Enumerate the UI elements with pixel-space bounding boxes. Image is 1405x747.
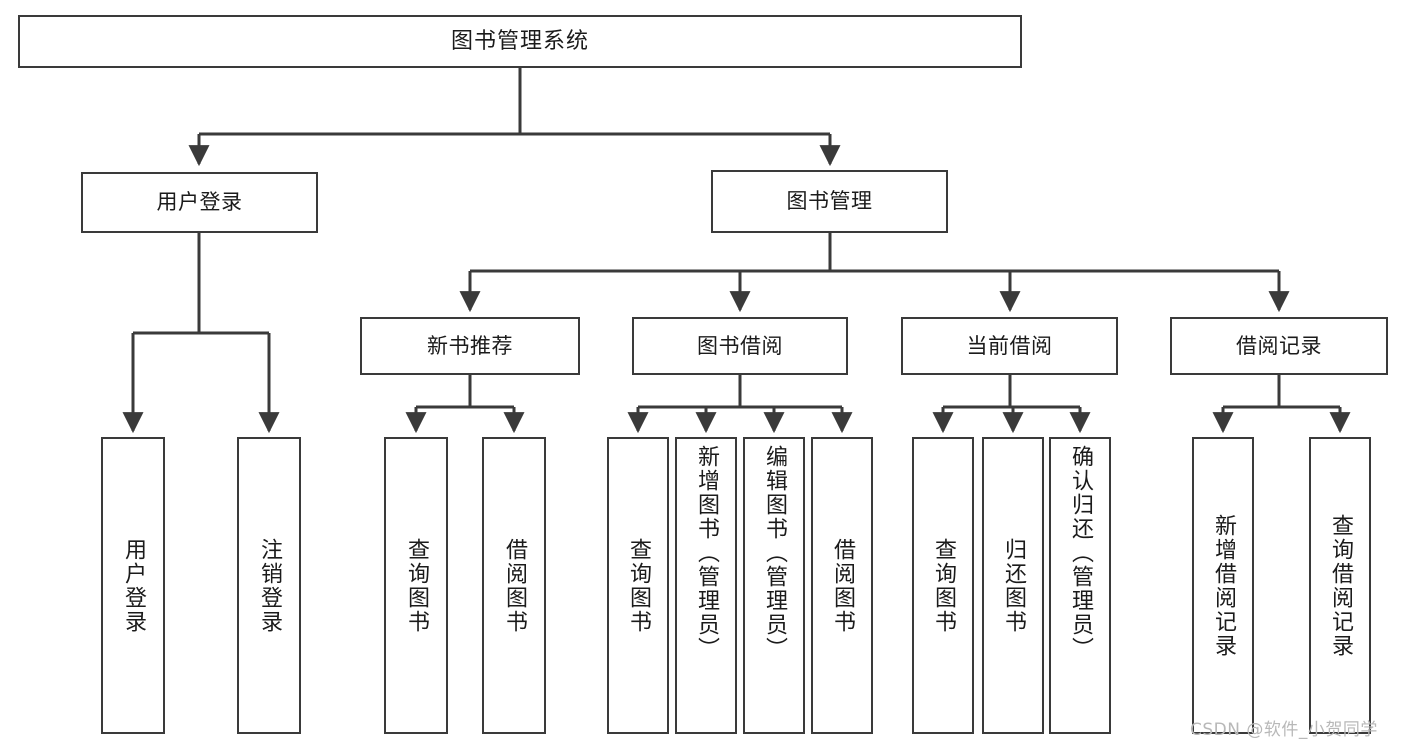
node-label: 查询借阅记录 [1328,513,1353,658]
node-label: 注销登录 [257,537,282,634]
leaf-record-query-record[interactable]: 查询借阅记录 [1309,437,1371,734]
node-borrow-record[interactable]: 借阅记录 [1170,317,1388,375]
leaf-current-confirm-return-admin[interactable]: 确认归还（管理员） [1049,437,1111,734]
node-label: 借阅记录 [1236,333,1322,358]
node-label: 图书管理系统 [450,28,589,54]
node-new-book-recommend[interactable]: 新书推荐 [360,317,580,375]
node-book-borrow[interactable]: 图书借阅 [632,317,848,375]
leaf-current-query-book[interactable]: 查询图书 [912,437,974,734]
leaf-borrow-edit-book-admin[interactable]: 编辑图书（管理员） [743,437,805,734]
node-label: 借阅图书 [830,537,855,634]
node-label: 查询图书 [626,537,651,634]
leaf-borrow-query-book[interactable]: 查询图书 [607,437,669,734]
node-label: 用户登录 [156,190,243,215]
leaf-new-book-query[interactable]: 查询图书 [384,437,448,734]
leaf-new-book-borrow[interactable]: 借阅图书 [482,437,546,734]
node-user-login[interactable]: 用户登录 [81,172,318,233]
node-label: 查询图书 [931,537,956,634]
node-label: 借阅图书 [502,537,527,634]
node-label: 新书推荐 [427,333,513,358]
leaf-borrow-add-book-admin[interactable]: 新增图书（管理员） [675,437,737,734]
leaf-current-return-book[interactable]: 归还图书 [982,437,1044,734]
node-label: 确认归还（管理员） [1068,445,1093,661]
csdn-watermark: CSDN @软件_小贺同学 [1190,720,1378,740]
node-current-borrow[interactable]: 当前借阅 [901,317,1118,375]
node-label: 用户登录 [121,537,146,634]
node-label: 查询图书 [404,537,429,634]
node-label: 新增借阅记录 [1211,513,1236,658]
node-label: 图书管理 [786,189,873,214]
node-root-system[interactable]: 图书管理系统 [18,15,1022,68]
node-label: 编辑图书（管理员） [762,445,787,661]
leaf-user-login-signin[interactable]: 用户登录 [101,437,165,734]
node-label: 图书借阅 [697,333,783,358]
leaf-record-add-record[interactable]: 新增借阅记录 [1192,437,1254,734]
node-label: 当前借阅 [966,333,1053,358]
node-label: 归还图书 [1001,537,1026,634]
leaf-user-login-signout[interactable]: 注销登录 [237,437,301,734]
node-label: 新增图书（管理员） [694,445,719,661]
node-book-management[interactable]: 图书管理 [711,170,948,233]
leaf-borrow-borrow-book[interactable]: 借阅图书 [811,437,873,734]
